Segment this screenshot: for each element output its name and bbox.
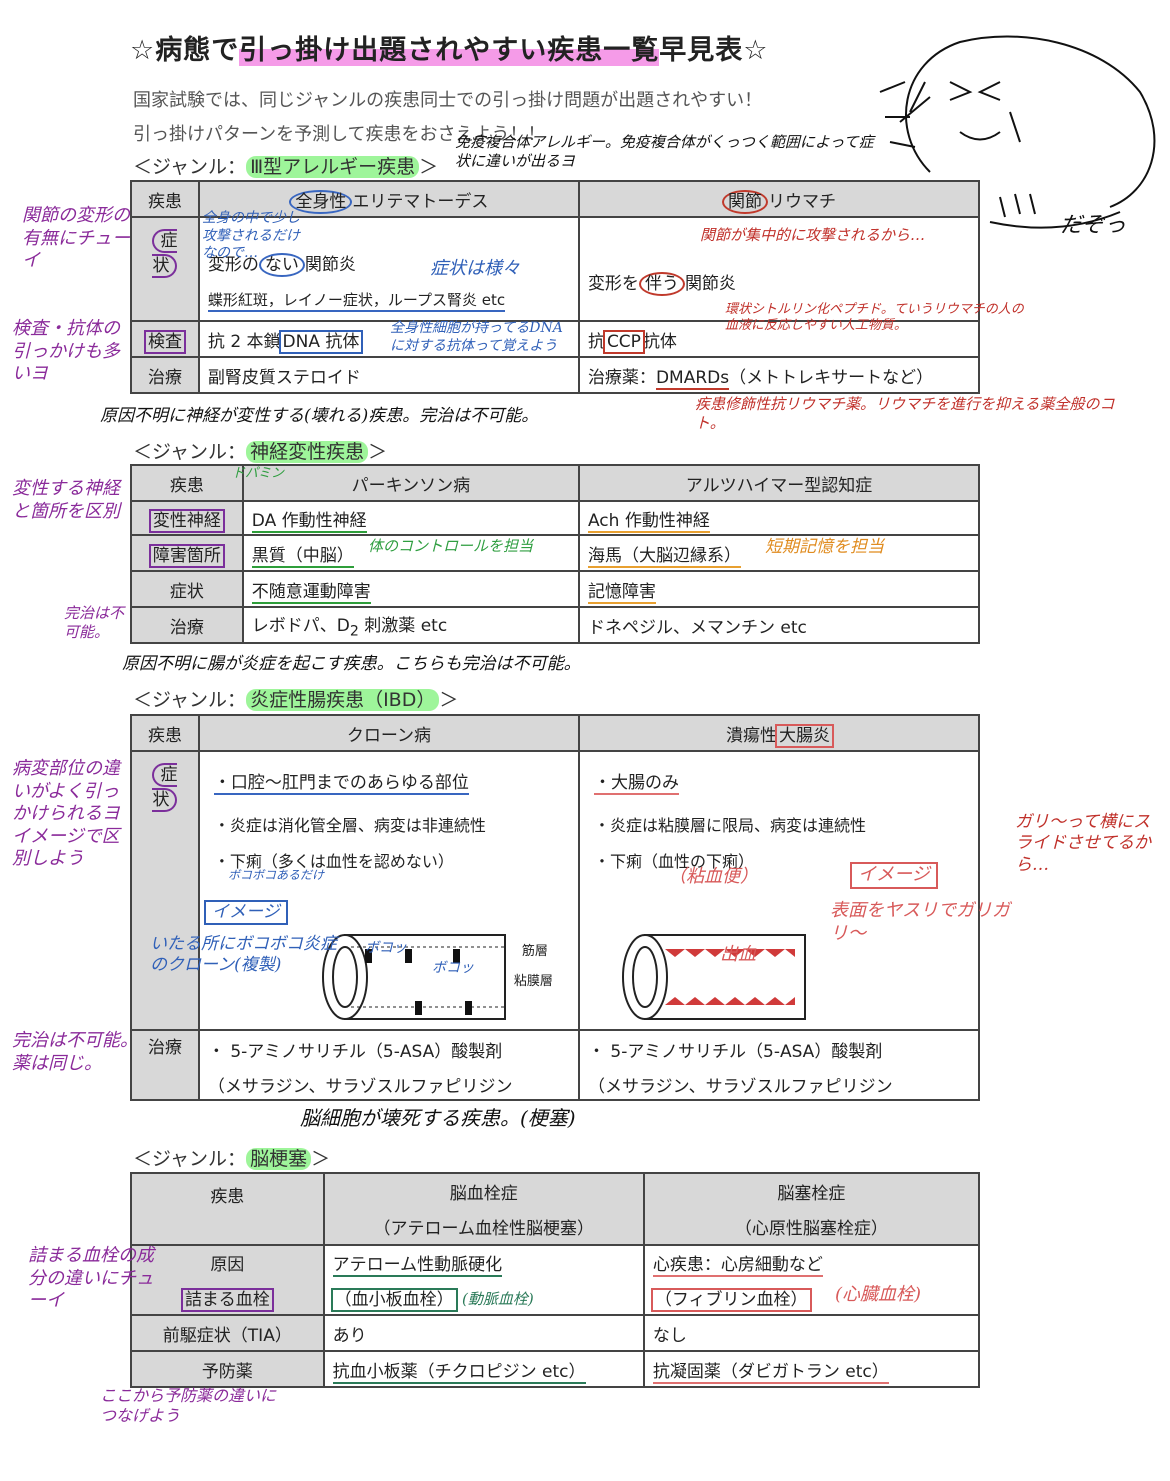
note-body-control: 体のコントロールを担当	[368, 537, 534, 555]
genre-4: ＜ジャンル：脳梗塞＞	[133, 1148, 331, 1170]
note-bumpy: ボコボコあるだけ	[228, 868, 325, 882]
genre-2: ＜ジャンル：神経変性疾患＞	[133, 441, 388, 463]
note-image-uc: イメージ	[850, 862, 938, 889]
row-label-test: 検査	[130, 320, 200, 358]
sle-treatment-cell: 副腎皮質ステロイド	[197, 356, 580, 394]
ra-treatment-cell: 治療薬：DMARDs（メトトレキサートなど）	[577, 356, 981, 394]
note-thrombus: 詰まる血栓の成分の違いにチューイ	[28, 1245, 154, 1311]
note-immune-complex: 免疫複合体アレルギー。免疫複合体がくっつく範囲によって症状に違いが出るヨ	[455, 133, 874, 170]
note-image-crohn: イメージ	[204, 900, 288, 926]
note-incurable-2: 完治は不可能。薬は同じ。	[12, 1030, 138, 1074]
note-hensei: 変性する神経と箇所を区別	[12, 478, 120, 522]
note-dmards: 疾患修飾性抗リウマチ薬。リウマチを進行を抑える薬全般のコト。	[695, 395, 1115, 432]
header-thrombosis: 脳血栓症（アテローム血栓性脳梗塞）	[322, 1172, 645, 1246]
note-surface: 表面をヤスリでガリガリ～	[830, 900, 1010, 944]
note-gari: ガリ～って横にスライドさせてるから…	[1015, 812, 1151, 875]
note-prevention: ここから予防薬の違いにつなげよう	[100, 1386, 277, 1425]
note-dna: 全身性細胞が持ってるDNAに対する抗体って覚えよう	[390, 320, 563, 354]
uc-symptom-cell: ・大腸のみ ・炎症は粘膜層に限局、病変は連続性 ・下痢（血性の下痢）	[577, 750, 981, 1031]
row-label-symptom: 症状	[130, 216, 200, 322]
note-bleeding: 出血	[720, 944, 756, 965]
genre-1: ＜ジャンル：Ⅲ型アレルギー疾患＞	[133, 156, 439, 178]
title-highlight: 引っ掛け出題されやすい疾患一覧	[239, 35, 660, 66]
intro-line-1: 国家試験では、同じジャンルの疾患同士での引っ掛け問題が出題されやすい！	[133, 90, 763, 111]
note-arterial: (動脈血栓)	[462, 1290, 534, 1308]
header-sle: 全身性エリテマトーデス	[197, 180, 580, 218]
note-cardiac: (心臓血栓)	[835, 1284, 922, 1305]
note-crohn-clone: いたる所にボコボコ炎症のクローン(複製)	[150, 934, 337, 976]
header-alzheimer: アルツハイマー型認知症	[577, 464, 981, 502]
genre-2-name: 神経変性疾患	[246, 441, 369, 463]
note-ra-attack: 関節が集中的に攻撃されるから…	[700, 226, 926, 244]
note-dopamine: ドパミン	[232, 466, 285, 481]
note-lesion-site: 病変部位の違いがよく引っかけられるヨ イメージで区別しよう	[12, 758, 120, 869]
row-label-treatment: 治療	[130, 356, 200, 394]
note-ibd: 原因不明に腸が炎症を起こす疾患。こちらも完治は不可能。	[122, 654, 581, 674]
table-stroke: 疾患 脳血栓症（アテローム血栓性脳梗塞） 脳塞栓症（心原性脳塞栓症） 原因詰まる…	[130, 1172, 981, 1388]
intro-line-2: 引っ掛けパターンを予測して疾患をおさえよう！！	[133, 124, 546, 145]
genre-1-name: Ⅲ型アレルギー疾患	[246, 156, 420, 178]
note-joint-deformity: 関節の変形の有無にチューイ	[22, 205, 130, 271]
header-ra: 関節リウマチ	[577, 180, 981, 218]
note-boko-1: ボコッ	[365, 940, 407, 956]
sle-symptom-cell: 変形のない関節炎 蝶形紅斑，レイノー症状，ループス腎炎 etc	[197, 216, 580, 322]
note-various: 症状は様々	[430, 258, 520, 279]
note-stroke: 脳細胞が壊死する疾患。(梗塞)	[300, 1106, 576, 1130]
note-ccp: 環状シトルリン化ペプチド。ていうリウマチの人の血液に反応しやすい人工物質。	[725, 302, 1024, 334]
table-type3-allergy: 疾患 全身性エリテマトーデス 関節リウマチ 症状 変形のない関節炎 蝶形紅斑，レ…	[130, 180, 981, 394]
header-disease: 疾患	[130, 180, 200, 218]
table-neurodegenerative: 疾患 パーキンソン病 アルツハイマー型認知症 変性神経 DA 作動性神経 Ach…	[130, 464, 981, 644]
note-mucous-stool: （粘血便）	[668, 866, 758, 887]
note-incurable-1: 完治は不可能。	[64, 604, 125, 641]
genre-3-name: 炎症性腸疾患（IBD）	[246, 689, 440, 711]
header-uc: 潰瘍性大腸炎	[577, 714, 981, 752]
note-dazo: だぞっ	[1060, 213, 1127, 238]
note-boko-2: ボコッ	[432, 960, 474, 976]
crohn-intestine-diagram	[321, 934, 506, 1020]
genre-4-name: 脳梗塞	[246, 1148, 312, 1170]
note-neuro: 原因不明に神経が変性する(壊れる)疾患。完治は不可能。	[100, 406, 539, 426]
title-suffix: 早見表☆	[659, 35, 769, 66]
ra-symptom-cell: 変形を伴う関節炎	[577, 216, 981, 322]
crohn-symptom-cell: ・口腔～肛門までのあらゆる部位 ・炎症は消化管全層、病変は非連続性 ・下痢（多く…	[197, 750, 580, 1031]
header-crohn: クローン病	[197, 714, 580, 752]
note-memory: 短期記憶を担当	[765, 537, 884, 557]
page-title: ☆病態で引っ掛け出題されやすい疾患一覧早見表☆	[130, 28, 768, 67]
header-embolism: 脳塞栓症（心原性脳塞栓症）	[642, 1172, 981, 1246]
table-ibd: 疾患 クローン病 潰瘍性大腸炎 症状 ・口腔～肛門までのあらゆる部位 ・炎症は消…	[130, 714, 981, 1101]
cat-doodle-icon	[879, 35, 1156, 229]
genre-3: ＜ジャンル：炎症性腸疾患（IBD）＞	[133, 689, 459, 711]
note-zenshin: 全身の中で少し攻撃されるだけなので…	[202, 210, 300, 261]
title-prefix: ☆病態で	[130, 35, 240, 66]
note-test: 検査・抗体の引っかけも多いヨ	[12, 318, 120, 384]
header-parkinson: パーキンソン病	[241, 464, 580, 502]
uc-intestine-diagram	[621, 934, 806, 1020]
